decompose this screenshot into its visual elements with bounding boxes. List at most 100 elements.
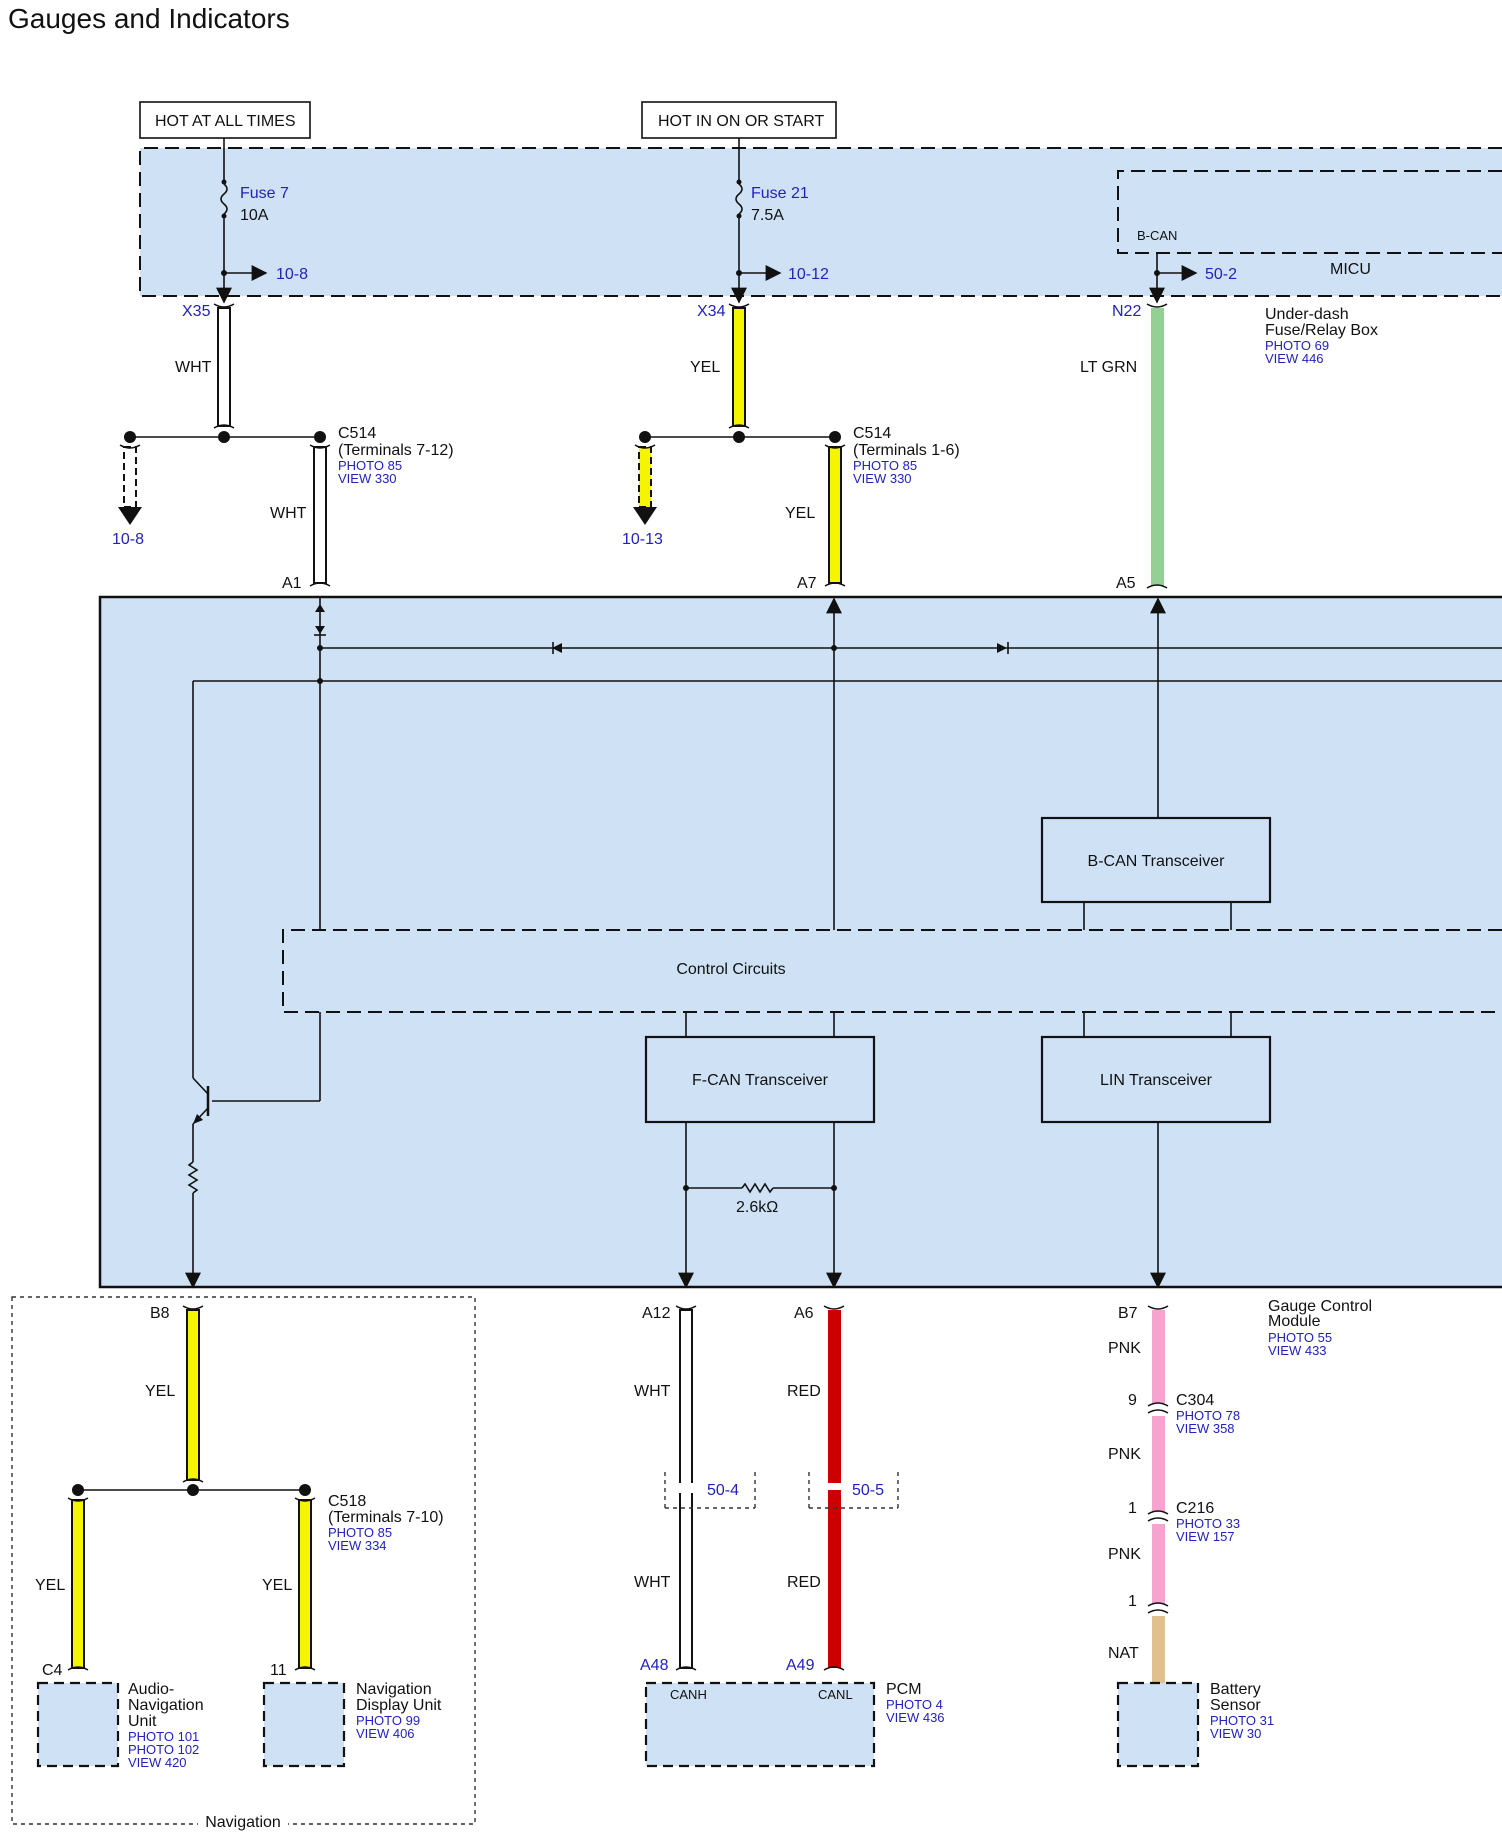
wire-b7-pnk [1147, 1305, 1169, 1684]
wire-a6-red [808, 1305, 899, 1671]
c518-photo[interactable]: PHOTO 85 [328, 1525, 392, 1540]
terminal-11: 11 [270, 1662, 287, 1679]
pcm-box [644, 1681, 876, 1768]
audio-nav-photo1[interactable]: PHOTO 101 [128, 1729, 199, 1744]
pcm-canh: CANH [670, 1687, 707, 1702]
micu-label: MICU [1330, 261, 1371, 278]
wire-x34-yel [728, 303, 750, 429]
fuse-7-rating: 10A [240, 207, 269, 224]
terminal-b8: B8 [150, 1305, 170, 1322]
wire-a12-label-bottom: WHT [634, 1574, 671, 1591]
wire-x34-label: YEL [690, 359, 720, 376]
fuse-21-circuit [731, 138, 782, 304]
terminal-c4: C4 [42, 1662, 63, 1679]
terminal-a5: A5 [1116, 575, 1136, 592]
nav-display-view[interactable]: VIEW 406 [356, 1726, 415, 1741]
wire-n22-ltgrn [1146, 303, 1168, 589]
c514-left-terms: (Terminals 1-6) [853, 442, 960, 459]
terminal-a12: A12 [642, 1305, 671, 1322]
wire-a1-label: WHT [270, 505, 307, 522]
c518-terms: (Terminals 7-10) [328, 1509, 444, 1526]
micu-ref[interactable]: 50-2 [1205, 266, 1237, 283]
battery-sensor-photo[interactable]: PHOTO 31 [1210, 1713, 1274, 1728]
fuse-21-rating: 7.5A [751, 207, 784, 224]
underdash-view[interactable]: VIEW 446 [1265, 351, 1324, 366]
wire-a6-label-bottom: RED [787, 1574, 821, 1591]
audio-nav-photo2[interactable]: PHOTO 102 [128, 1742, 199, 1757]
splice-middle [633, 431, 846, 587]
c518-name: C518 [328, 1493, 366, 1510]
wire-11-label: YEL [262, 1577, 292, 1594]
c216-photo[interactable]: PHOTO 33 [1176, 1516, 1240, 1531]
terminal-a7: A7 [797, 575, 817, 592]
navigation-display-unit [262, 1681, 346, 1768]
audio-nav-line1: Audio- [128, 1681, 174, 1698]
c514-left-photo[interactable]: PHOTO 85 [853, 458, 917, 473]
battery-sensor-pin: 1 [1128, 1593, 1137, 1610]
ref-10-8-bottom[interactable]: 10-8 [112, 531, 144, 548]
audio-nav-view[interactable]: VIEW 420 [128, 1755, 187, 1770]
c304-pin: 9 [1128, 1392, 1137, 1409]
fuse-21-ref[interactable]: 10-12 [788, 266, 829, 283]
ref-10-13[interactable]: 10-13 [622, 531, 663, 548]
wire-c304-label: PNK [1108, 1446, 1141, 1463]
wire-x35-label: WHT [175, 359, 212, 376]
c518-view[interactable]: VIEW 334 [328, 1538, 387, 1553]
c304-view[interactable]: VIEW 358 [1176, 1421, 1235, 1436]
resistor-label: 2.6kΩ [736, 1199, 778, 1216]
wire-x35-wht [213, 303, 235, 429]
hot-at-all-times-label [139, 101, 311, 139]
gauge-module-view[interactable]: VIEW 433 [1268, 1343, 1327, 1358]
fuse-21-name: Fuse 21 [751, 185, 809, 202]
control-circuits [283, 930, 1502, 1012]
pcm-name: PCM [886, 1681, 922, 1698]
nav-display-line2: Display Unit [356, 1697, 442, 1714]
underdash-line2: Fuse/Relay Box [1265, 322, 1378, 339]
wire-a6-label-top: RED [787, 1383, 821, 1400]
fuse-7-ref[interactable]: 10-8 [276, 266, 308, 283]
c216-pin: 1 [1128, 1500, 1137, 1517]
c514-right-view[interactable]: VIEW 330 [338, 471, 397, 486]
c304-name: C304 [1176, 1392, 1214, 1409]
terminal-a1: A1 [282, 575, 302, 592]
c514-left-name: C514 [853, 425, 891, 442]
battery-sensor-view[interactable]: VIEW 30 [1210, 1726, 1261, 1741]
terminal-b7: B7 [1118, 1305, 1138, 1322]
control-circuits-label: Control Circuits [676, 961, 785, 978]
ref-50-5[interactable]: 50-5 [852, 1482, 884, 1499]
battery-sensor-box [1116, 1681, 1200, 1768]
c304-photo[interactable]: PHOTO 78 [1176, 1408, 1240, 1423]
pcm-photo[interactable]: PHOTO 4 [886, 1697, 943, 1712]
underdash-photo[interactable]: PHOTO 69 [1265, 338, 1329, 353]
hot-in-on-or-start-text: HOT IN ON OR START [658, 113, 824, 130]
audio-navigation-unit [36, 1681, 120, 1768]
terminal-x34: X34 [697, 303, 726, 320]
c514-right-name: C514 [338, 425, 376, 442]
wire-n22-label: LT GRN [1080, 359, 1137, 376]
nav-display-photo[interactable]: PHOTO 99 [356, 1713, 420, 1728]
lin-transceiver-label: LIN Transceiver [1100, 1072, 1213, 1089]
gauge-module-line2: Module [1268, 1313, 1321, 1330]
gauge-module-photo[interactable]: PHOTO 55 [1268, 1330, 1332, 1345]
audio-nav-line2: Navigation [128, 1697, 204, 1714]
wire-a12-label-top: WHT [634, 1383, 671, 1400]
terminal-n22: N22 [1112, 303, 1141, 320]
c514-left-view[interactable]: VIEW 330 [853, 471, 912, 486]
c216-view[interactable]: VIEW 157 [1176, 1529, 1235, 1544]
c514-right-terms: (Terminals 7-12) [338, 442, 454, 459]
pcm-canl: CANL [818, 1687, 853, 1702]
pcm-view[interactable]: VIEW 436 [886, 1710, 945, 1725]
navigation-group-label: Navigation [205, 1814, 281, 1831]
c216-name: C216 [1176, 1500, 1214, 1517]
splice-left [118, 431, 331, 587]
fuse-7-circuit [216, 138, 268, 304]
c514-right-photo[interactable]: PHOTO 85 [338, 458, 402, 473]
wire-nat-label: NAT [1108, 1645, 1139, 1662]
bcan-transceiver-label: B-CAN Transceiver [1088, 853, 1226, 870]
underdash-fuse-box [139, 147, 1502, 297]
ref-50-4[interactable]: 50-4 [707, 1482, 739, 1499]
wire-c216-label: PNK [1108, 1546, 1141, 1563]
wire-a12-wht [664, 1305, 756, 1671]
module-internal-wiring [185, 597, 1502, 1289]
wire-b8-yel [67, 1305, 316, 1671]
